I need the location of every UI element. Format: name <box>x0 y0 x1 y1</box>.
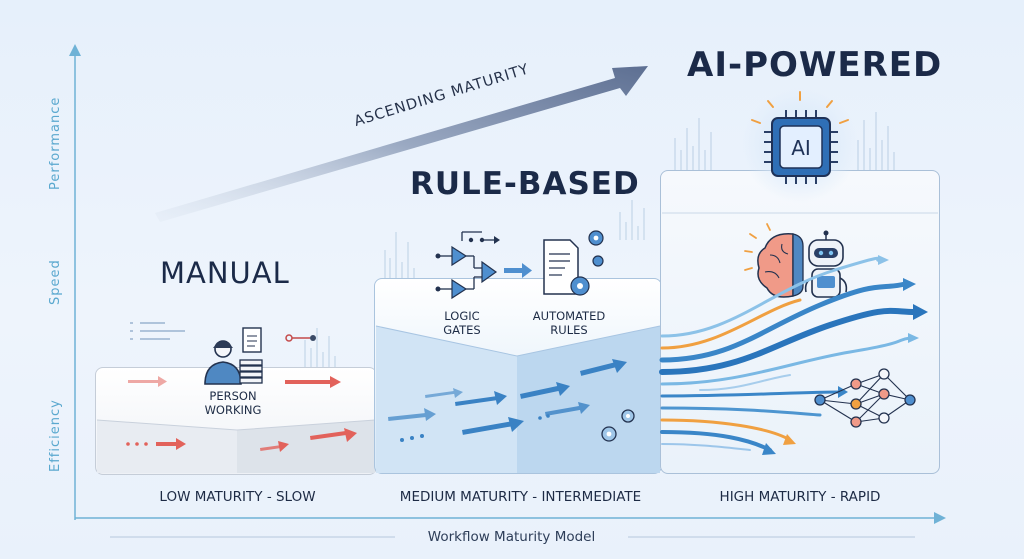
stage-title-rule-based: RULE-BASED <box>410 166 640 202</box>
stage-level-manual: LOW MATURITY - SLOW <box>159 489 316 505</box>
logic-gates-label: LOGIC GATES <box>443 309 481 337</box>
ai-powered-stage-panel <box>660 170 940 474</box>
ai-chip-label: AI <box>791 136 811 160</box>
x-axis-title-wrap: Workflow Maturity Model <box>0 528 1024 548</box>
stage-level-rule-based: MEDIUM MATURITY - INTERMEDIATE <box>399 489 642 505</box>
automated-rules-label: AUTOMATED RULES <box>532 309 606 337</box>
person-working-label: PERSON WORKING <box>204 389 262 417</box>
stage-level-ai-powered: HIGH MATURITY - RAPID <box>719 489 881 505</box>
stage-title-ai-powered: AI-POWERED <box>687 45 943 85</box>
stage-title-manual: MANUAL <box>160 256 290 290</box>
x-axis-title: Workflow Maturity Model <box>427 529 596 545</box>
